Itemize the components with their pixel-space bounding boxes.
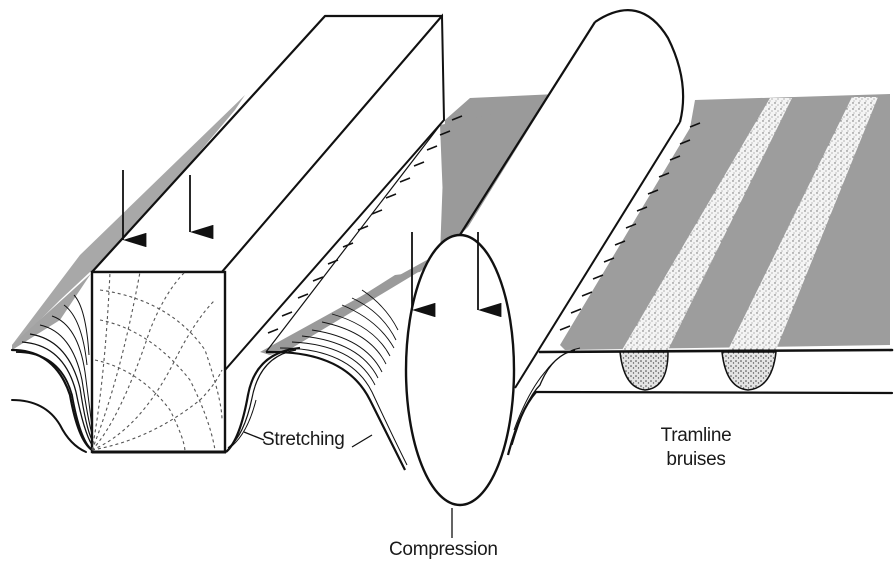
middle-band-edge: [265, 119, 445, 353]
tramline-label-line1: Tramline: [660, 425, 732, 446]
tramline-bruise-sections: [619, 351, 777, 391]
compression-label: Compression: [389, 539, 498, 560]
cylinder: [404, 9, 685, 507]
tramline-stripe-right: [728, 97, 878, 350]
cylinder-depression: [265, 289, 581, 471]
cylinder-body: [460, 9, 684, 390]
right-band-ticks: [559, 122, 701, 331]
bruise-section-left: [619, 351, 669, 391]
stretching-leader-right: [351, 434, 373, 448]
cylinder-force-arrows: [411, 232, 502, 318]
tramline-stripes: [622, 97, 878, 350]
tramline-label-line2: bruises: [666, 449, 726, 470]
block-force-arrows: [122, 170, 214, 248]
sheet-lines: [10, 348, 894, 453]
stretching-leader-left: [243, 431, 265, 441]
leader-lines: [243, 431, 453, 538]
tramline-bruises-label: Tramline bruises: [656, 424, 736, 472]
block-stress-lines: [91, 271, 223, 453]
surface-left: [12, 95, 245, 348]
rectangular-block: [90, 13, 446, 454]
stretching-label: Stretching: [262, 429, 345, 450]
block-front-face: [90, 270, 227, 454]
bruise-section-right: [721, 351, 777, 391]
cylinder-end-cap: [404, 233, 516, 507]
tramline-stripe-left: [622, 98, 792, 350]
block-depression: [15, 294, 301, 453]
